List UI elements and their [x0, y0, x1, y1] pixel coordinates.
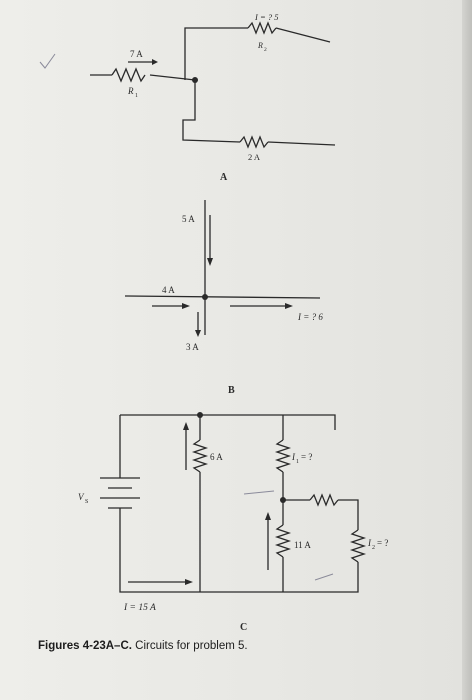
label-r2-sub: 2	[264, 47, 267, 53]
label-i-b: I = ? 6	[297, 312, 323, 322]
r3-lead-right	[267, 141, 336, 146]
lower-branch-wire	[182, 80, 241, 143]
resistor-i1	[274, 439, 292, 473]
resistor-11a	[274, 524, 292, 558]
figure-a-letter: A	[220, 172, 228, 183]
label-r2: R	[257, 41, 263, 50]
caption-bold: Figures 4-23A–C.	[38, 640, 132, 652]
horizontal-wire	[124, 295, 321, 299]
node-a	[192, 77, 198, 83]
r3-resistor	[239, 135, 269, 149]
resistor-i2	[349, 529, 367, 563]
upper-branch-wire	[184, 27, 248, 80]
resistor-series	[309, 493, 339, 507]
label-3a: 3 A	[186, 342, 199, 352]
node-c-mid	[280, 497, 286, 503]
r1-resistor	[111, 67, 146, 83]
label-6a: 6 A	[210, 452, 223, 462]
label-i1-tail: = ?	[301, 452, 312, 462]
right-bottom-wire	[285, 562, 359, 593]
label-i2: I	[367, 538, 372, 548]
label-i1: I	[291, 452, 296, 462]
right-wire	[338, 499, 359, 530]
r1-lead-right	[149, 74, 196, 81]
figure-caption: Figures 4-23A–C. Circuits for problem 5.	[38, 640, 248, 652]
figure-c-letter: C	[240, 622, 247, 633]
figure-c-circuit	[100, 414, 367, 593]
figure-b-circuit	[124, 200, 321, 335]
label-i2-sub: 2	[372, 545, 375, 551]
figure-b-letter: B	[228, 385, 235, 396]
label-vs: V	[78, 492, 85, 502]
arrowhead-5a	[207, 258, 213, 266]
node-b	[202, 294, 208, 300]
label-i2-tail: = ?	[377, 538, 388, 548]
label-i-top: I = ? 5	[254, 12, 278, 22]
label-15a: I = 15 A	[123, 603, 156, 613]
resistor-6a	[191, 439, 209, 473]
arrowhead-6a	[183, 422, 189, 430]
arrowhead-i	[285, 303, 293, 309]
arrowhead-7a	[152, 59, 158, 65]
label-r1-sub: 1	[135, 93, 138, 99]
node-dots	[192, 77, 286, 503]
label-2a: 2 A	[248, 152, 261, 162]
label-r1: R	[127, 86, 134, 96]
top-wire	[120, 414, 336, 430]
node-c-top	[197, 412, 203, 418]
caption-text: Circuits for problem 5.	[131, 640, 248, 652]
figure-a-circuit	[90, 21, 336, 149]
arrowhead-11a	[265, 512, 271, 520]
r2-resistor	[247, 21, 277, 35]
left-bottom-wire	[119, 520, 285, 593]
pencil-arrow-2	[243, 490, 275, 495]
label-11a: 11 A	[294, 540, 311, 550]
arrowhead-4a	[182, 303, 190, 309]
page-edge	[462, 0, 472, 700]
arrowheads	[152, 59, 293, 585]
label-7a: 7 A	[130, 49, 143, 59]
label-4a: 4 A	[162, 285, 175, 295]
label-i1-sub: 1	[296, 459, 299, 465]
arrowhead-3a	[195, 330, 201, 337]
label-5a: 5 A	[182, 214, 195, 224]
pencil-arrow	[314, 573, 334, 581]
arrowhead-15a	[185, 579, 193, 585]
pencil-check	[39, 53, 56, 69]
pencil-marks	[39, 53, 334, 581]
label-vs-sub: S	[85, 499, 88, 505]
r2-lead-right	[275, 27, 331, 43]
